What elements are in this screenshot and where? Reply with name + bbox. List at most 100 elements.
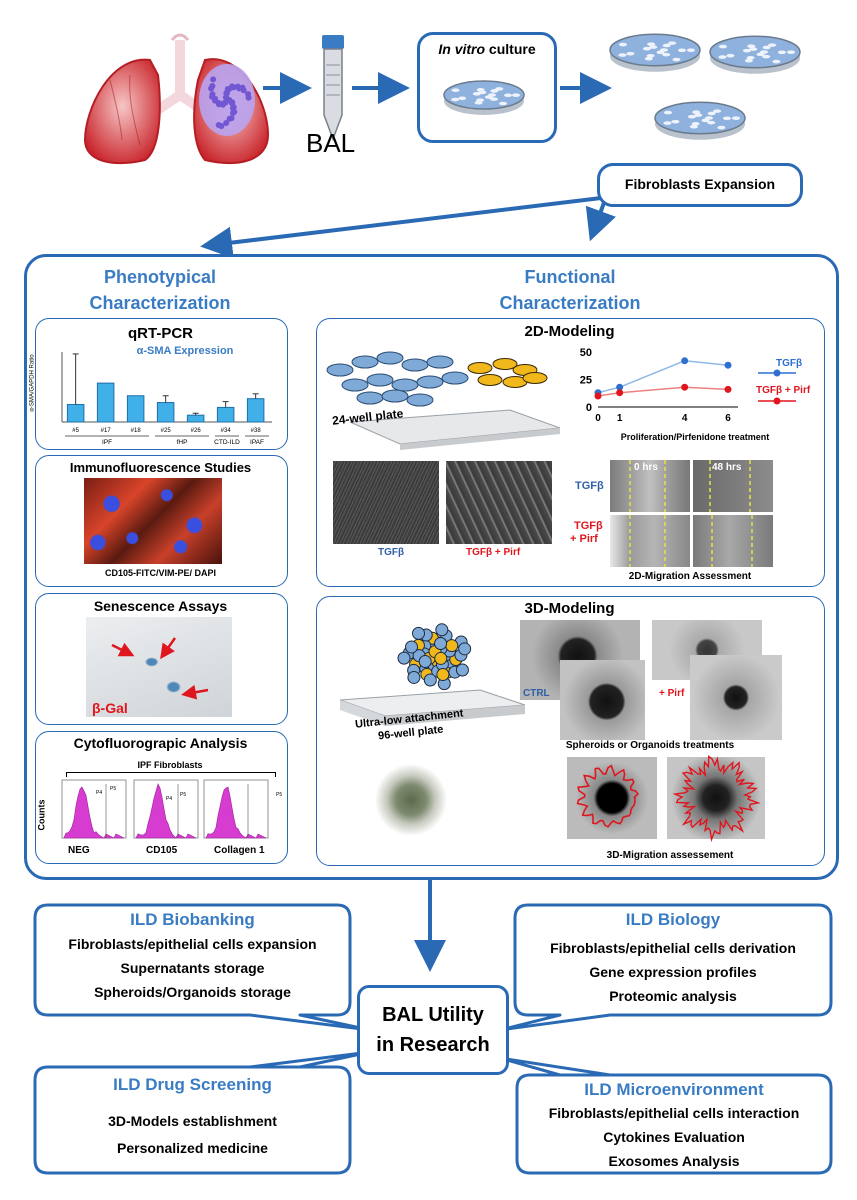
blue-cell — [326, 363, 354, 377]
culture-label: In vitro culture — [438, 41, 536, 57]
plate-96-illustration — [339, 689, 526, 726]
lung-cell-dot — [223, 119, 230, 126]
dish-cell — [718, 44, 727, 49]
lung-cell-dot — [230, 84, 237, 91]
dish-cell — [722, 116, 731, 121]
dish-cell — [691, 121, 700, 126]
dish-cell — [749, 47, 758, 51]
micro-item-3: Exosomes Analysis — [608, 1153, 740, 1169]
histogram — [135, 783, 197, 839]
dish-cell — [662, 52, 671, 57]
gate-label: P4 — [96, 790, 102, 796]
series-line — [597, 386, 729, 397]
micro-item-2: Cytokines Evaluation — [603, 1129, 745, 1145]
drug-title: ILD Drug Screening — [113, 1075, 272, 1094]
migration-0h-pirf — [610, 515, 690, 567]
lung-cell-dot — [240, 87, 247, 94]
blue-cell — [376, 351, 404, 365]
cluster-cell — [434, 651, 448, 665]
x-tick-label: 6 — [725, 413, 731, 424]
modeling-3d-title: 3D-Modeling — [524, 600, 615, 617]
blue-cell — [416, 375, 444, 389]
legend-marker-pirf — [773, 397, 781, 405]
gate-label: P5 — [180, 792, 186, 798]
dish-cell — [511, 93, 520, 97]
micro-title: ILD Microenvironment — [584, 1080, 764, 1099]
dish-cell — [656, 50, 665, 55]
cyto-panel-collagen: Collagen 1 — [214, 845, 265, 856]
qrt-pcr-subtitle: α-SMA Expression — [136, 345, 234, 357]
y-tick-label: 50 — [580, 347, 592, 359]
yellow-cell — [477, 374, 503, 386]
tgfb-pirf-image-label: TGFβ + Pirf — [466, 547, 521, 558]
drug-item-2: Personalized medicine — [117, 1140, 268, 1156]
bar-tick-label: #38 — [251, 428, 262, 434]
micro-item-1: Fibroblasts/epithelial cells interaction — [548, 1105, 800, 1121]
mig-time-0: 0 hrs — [634, 462, 658, 473]
fibroblasts-expansion-box: Fibroblasts Expansion — [597, 163, 803, 207]
series-point — [616, 383, 624, 391]
dish-cell — [707, 120, 716, 125]
dish-cell — [649, 45, 658, 49]
cluster-cell — [458, 642, 472, 656]
group-label: IPF — [102, 439, 112, 446]
mig-row-tgfb: TGFβ — [575, 480, 604, 492]
dish-cell — [644, 56, 653, 61]
mig-row-tgfb-pirf-b: + Pirf — [570, 533, 598, 545]
dish-cell — [478, 90, 487, 95]
lung-cell-dot — [210, 76, 217, 83]
dish-cell — [762, 54, 771, 59]
dish-cell — [646, 53, 655, 58]
spheroid-caption: Spheroids or Organoids treatments — [565, 740, 735, 751]
lung-cell-dot — [230, 109, 236, 116]
biobanking-item-1: Fibroblasts/epithelial cells expansion — [68, 936, 317, 952]
senescence-title: Senescence Assays — [93, 598, 228, 614]
dish-cell — [677, 48, 686, 53]
mig-row-tgfb-pirf-a: TGFβ — [574, 520, 603, 532]
dish-cell — [499, 101, 508, 106]
blue-cell — [351, 355, 379, 369]
blue-cell — [406, 393, 434, 407]
lung-cell-dot — [226, 115, 233, 122]
dish-cell — [642, 46, 651, 51]
series-point — [616, 389, 624, 397]
gate-label: P5 — [110, 786, 116, 792]
group-label: IPAF — [250, 439, 264, 446]
dish-cell — [476, 98, 485, 102]
dish-cell — [756, 52, 765, 57]
yellow-cell — [492, 358, 518, 370]
bal-label: BAL — [306, 128, 356, 158]
dish-cell — [694, 113, 703, 117]
dish-cell — [701, 118, 710, 123]
yellow-cell — [522, 372, 548, 384]
series-point — [724, 361, 732, 369]
cluster-cell — [407, 670, 421, 684]
lung-cell-dot — [236, 85, 243, 92]
functional-title: Functional Characterization — [499, 267, 641, 313]
blue-cell — [366, 373, 394, 387]
lung-cell-dot — [209, 82, 216, 89]
cyto-panel-neg: NEG — [68, 845, 90, 856]
biology-title: ILD Biology — [625, 910, 721, 929]
bar-tick-label: #17 — [101, 428, 112, 434]
dish-cell — [777, 50, 786, 55]
bar — [96, 382, 115, 423]
dish-cell — [786, 50, 795, 54]
cluster-cell — [423, 673, 437, 687]
histogram — [63, 786, 125, 839]
lung-cell-dot — [229, 105, 236, 112]
biobanking-title: ILD Biobanking — [130, 910, 255, 929]
series-point — [681, 383, 689, 391]
dish-cell — [647, 42, 656, 46]
cyto-group-label: IPF Fibroblasts — [137, 760, 203, 770]
histogram — [205, 786, 267, 839]
bal-utility-center-box: BAL Utility in Research — [357, 985, 509, 1075]
dish-cell — [689, 124, 698, 129]
dish-cell — [742, 48, 751, 53]
yellow-cell — [467, 362, 493, 374]
